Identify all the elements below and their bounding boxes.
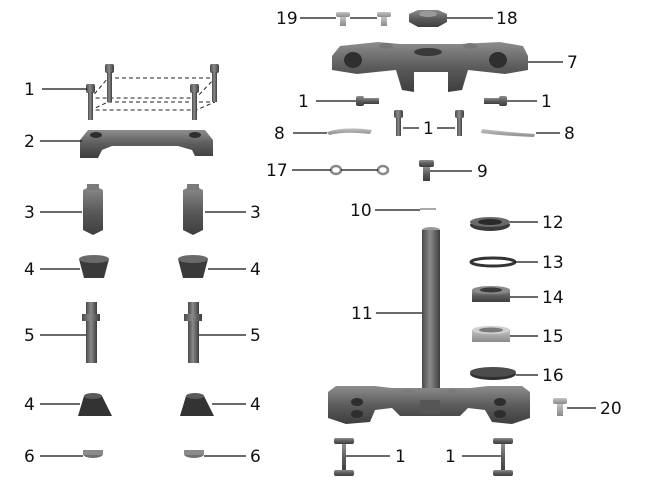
- callout-14: 14: [542, 288, 564, 308]
- callout-3-left: 3: [24, 203, 35, 223]
- small-bolts-part-19: [336, 12, 391, 26]
- leader-lines: [40, 17, 596, 457]
- o-ring-part-13: [469, 256, 517, 268]
- steering-stem-part-11: [422, 227, 440, 390]
- callout-10: 10: [350, 201, 372, 221]
- dust-seal-part-12: [470, 217, 510, 231]
- damper-part-3-left: [83, 184, 103, 235]
- seal-part-16: [470, 367, 516, 380]
- bushing-part-4-upper-left: [79, 255, 109, 278]
- bolt-set-part-1-left: [86, 64, 219, 120]
- callout-12: 12: [542, 213, 564, 233]
- clamp-bolt-part-1-right: [484, 96, 507, 106]
- callout-7: 7: [567, 53, 578, 73]
- callout-19: 19: [276, 9, 298, 29]
- clamp-bolt-part-1-left: [356, 96, 379, 106]
- handlebar-clamp-part-2: [80, 130, 213, 158]
- bushing-part-4-lower-left: [78, 393, 112, 416]
- lower-triple-clamp: [328, 386, 530, 424]
- damper-part-3-right: [183, 184, 203, 235]
- callout-13: 13: [542, 253, 564, 273]
- upper-triple-clamp-part-7: [332, 42, 528, 92]
- bearing-part-14: [472, 286, 510, 302]
- callout-4-upper-left: 4: [24, 260, 35, 280]
- callout-4-lower-left: 4: [24, 395, 35, 415]
- washer-part-6-right: [184, 450, 204, 458]
- callout-1-clamp-right: 1: [541, 92, 552, 112]
- callout-16: 16: [542, 366, 564, 386]
- callout-18: 18: [496, 9, 518, 29]
- callout-2: 2: [24, 132, 35, 152]
- callout-6-left: 6: [24, 447, 35, 467]
- stem-nut-part-18: [409, 10, 447, 27]
- callout-4-lower-right: 4: [250, 395, 261, 415]
- pinch-bolt-part-9: [419, 160, 434, 181]
- bushing-part-4-upper-right: [178, 255, 208, 278]
- callout-5-left: 5: [24, 326, 35, 346]
- callout-3-right: 3: [250, 203, 261, 223]
- callout-1-clamp-left: 1: [298, 92, 309, 112]
- callout-5-right: 5: [250, 326, 261, 346]
- plate-part-8-left: [327, 128, 372, 135]
- bearing-race-part-15: [472, 326, 510, 342]
- stud-bolt-part-5-left: [82, 302, 100, 363]
- callout-1-top-left: 1: [24, 80, 35, 100]
- bushing-part-4-lower-right: [180, 393, 214, 416]
- bolts-part-1-bottom-left: [334, 438, 354, 476]
- callout-1-center: 1: [423, 119, 434, 139]
- plate-part-8-right: [481, 129, 535, 137]
- callout-20: 20: [600, 399, 622, 419]
- bolts-part-1-bottom-right: [493, 438, 513, 476]
- callout-6-right: 6: [250, 447, 261, 467]
- callout-1-bottom-right: 1: [445, 447, 456, 467]
- bolt-part-20: [553, 398, 567, 416]
- callout-17: 17: [266, 161, 288, 181]
- callout-9: 9: [477, 162, 488, 182]
- pin-part-10: [420, 208, 436, 210]
- callout-11: 11: [351, 304, 373, 324]
- callout-8-right: 8: [564, 124, 575, 144]
- stud-bolt-part-5-right: [184, 302, 202, 363]
- callout-8-left: 8: [274, 124, 285, 144]
- bolts-part-1-center: [394, 110, 464, 136]
- callout-labels: 1 2 3 3 4 4 5 5 4 4 6 6 19 18 7 1 1 8 1 …: [24, 9, 622, 467]
- callout-15: 15: [542, 327, 564, 347]
- callout-4-upper-right: 4: [250, 260, 261, 280]
- washer-part-6-left: [83, 450, 103, 458]
- callout-1-bottom-left: 1: [395, 447, 406, 467]
